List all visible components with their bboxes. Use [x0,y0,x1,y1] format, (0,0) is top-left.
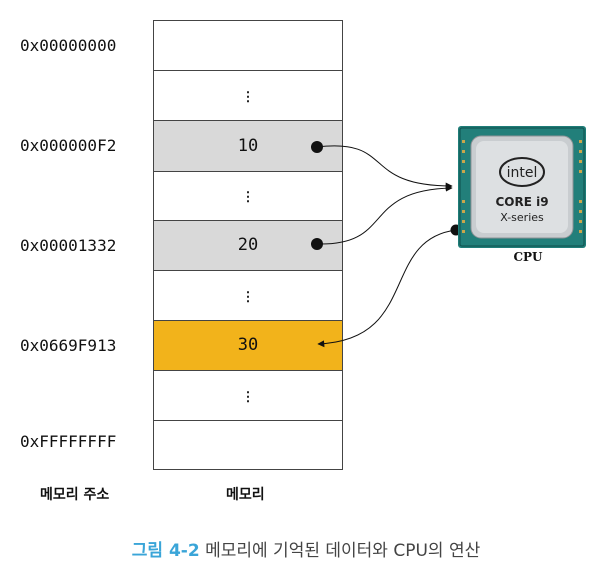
memory-cell-ellipsis-7: ⋮ [153,371,343,421]
read-arrow-20 [316,184,453,245]
cpu-label: CPU [513,250,543,264]
memory-column-label: 메모리 [226,487,265,503]
address-4: 0x00001332 [20,236,117,255]
figure-caption: 그림 4-2 메모리에 기억된 데이터와 CPU의 연산 [0,536,612,561]
write-arrow-30 [317,229,457,348]
source-dot-10 [311,141,323,153]
cpu-brand-text: intel [507,165,538,181]
address-6: 0x0669F913 [20,336,117,355]
memory-cell-value: 30 [237,335,259,355]
figure-number: 그림 4-2 [131,541,200,561]
address-0: 0x00000000 [20,36,117,55]
cpu-line1-text: CORE i9 [495,195,548,209]
memory-cell-ellipsis-5: ⋮ [153,271,343,321]
ellipsis-icon: ⋮ [241,190,255,205]
memory-cell-6: 30 [153,321,343,371]
read-arrow-10 [316,145,453,190]
memory-cell-value: 10 [237,136,259,156]
memory-cell-ellipsis-1: ⋮ [153,71,343,121]
ellipsis-icon: ⋮ [241,90,255,105]
address-8: 0xFFFFFFFF [20,432,117,451]
source-dot-20 [311,238,323,250]
memory-cell-ellipsis-3: ⋮ [153,172,343,221]
ellipsis-icon: ⋮ [241,390,255,405]
cpu-line2-text: X-series [500,211,544,224]
figure-caption-text: 메모리에 기억된 데이터와 CPU의 연산 [205,541,481,561]
cpu-chip-icon: intel CORE i9 X-series [458,126,586,248]
address-column-label: 메모리 주소 [40,487,110,503]
memory-cell-value: 20 [237,235,259,255]
ellipsis-icon: ⋮ [241,290,255,305]
address-2: 0x000000F2 [20,136,117,155]
memory-cell-0 [153,20,343,71]
memory-cell-8 [153,421,343,470]
memory-cell-4: 20 [153,221,343,271]
